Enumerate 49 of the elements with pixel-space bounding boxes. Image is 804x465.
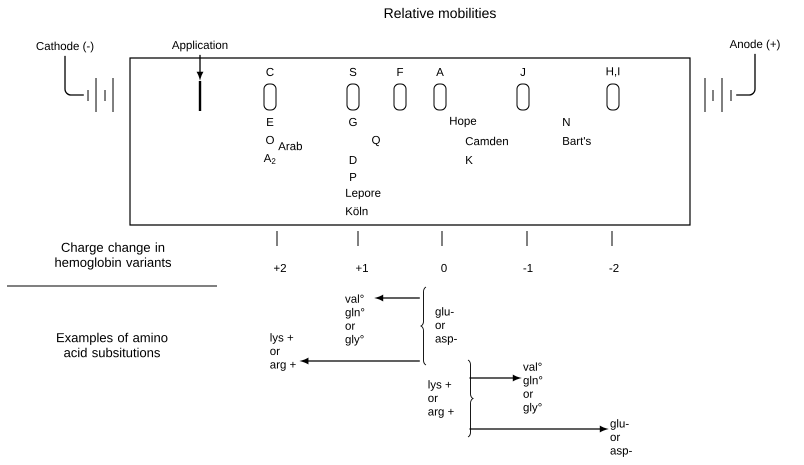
variant-label: N	[563, 118, 570, 126]
charge-value: -2	[609, 264, 619, 272]
variant-label: H,I	[606, 67, 620, 77]
variant-label: Köln	[346, 206, 368, 216]
variant-label: Lepore	[346, 188, 380, 200]
electrode-label: Cathode (-)	[36, 42, 94, 52]
variant-label: D	[350, 156, 357, 164]
battery-symbol	[88, 78, 114, 112]
charge-value: 0	[441, 264, 447, 272]
variant-label: G	[349, 118, 357, 126]
substitution-text: glu- or asp-	[610, 419, 632, 457]
substitution-text: val° gln° or gly°	[345, 294, 364, 346]
charge-value: -1	[523, 264, 533, 272]
variant-label: J	[520, 68, 526, 76]
substitution-text: lys + or arg +	[270, 333, 296, 371]
variant-label: S	[350, 68, 356, 76]
variant-label: K	[466, 156, 473, 164]
application-label: Application	[172, 40, 228, 52]
leader-line	[736, 54, 756, 96]
variant-label: Camden	[466, 136, 508, 146]
variant-label: Q	[372, 136, 380, 146]
electrode-label: Anode (+)	[730, 40, 780, 50]
title: Relative mobilities	[384, 8, 496, 18]
substitution-text: val° gln° or gly°	[523, 362, 542, 414]
variant-label: E	[267, 118, 274, 126]
row-label: Examples of amino acid subsitutions	[57, 332, 168, 358]
variant-label: Arab	[278, 142, 302, 150]
variant-label: A$_{2}$	[264, 154, 276, 164]
leader-line	[64, 56, 84, 96]
battery-symbol	[704, 78, 732, 112]
arrow	[469, 426, 607, 432]
substitution-text: glu- or asp-	[436, 307, 457, 345]
axis-label: Charge change in hemoglobin variants	[55, 242, 172, 270]
variant-label: Hope	[450, 116, 476, 128]
charge-value: +1	[356, 264, 368, 272]
arrow	[197, 54, 203, 79]
gel-box	[129, 57, 691, 226]
variant-label: O	[266, 136, 274, 144]
variant-label: C	[266, 68, 274, 76]
application-mark	[198, 81, 202, 111]
arrow	[301, 358, 420, 364]
charge-value: +2	[274, 264, 286, 272]
variant-label: P	[350, 173, 356, 181]
variant-label: A	[436, 68, 444, 76]
substitution-text: lys + or arg +	[428, 380, 454, 418]
variant-label: F	[397, 68, 404, 76]
arrow	[376, 295, 420, 301]
arrow	[469, 375, 520, 381]
variant-label: Bart's	[563, 137, 591, 145]
